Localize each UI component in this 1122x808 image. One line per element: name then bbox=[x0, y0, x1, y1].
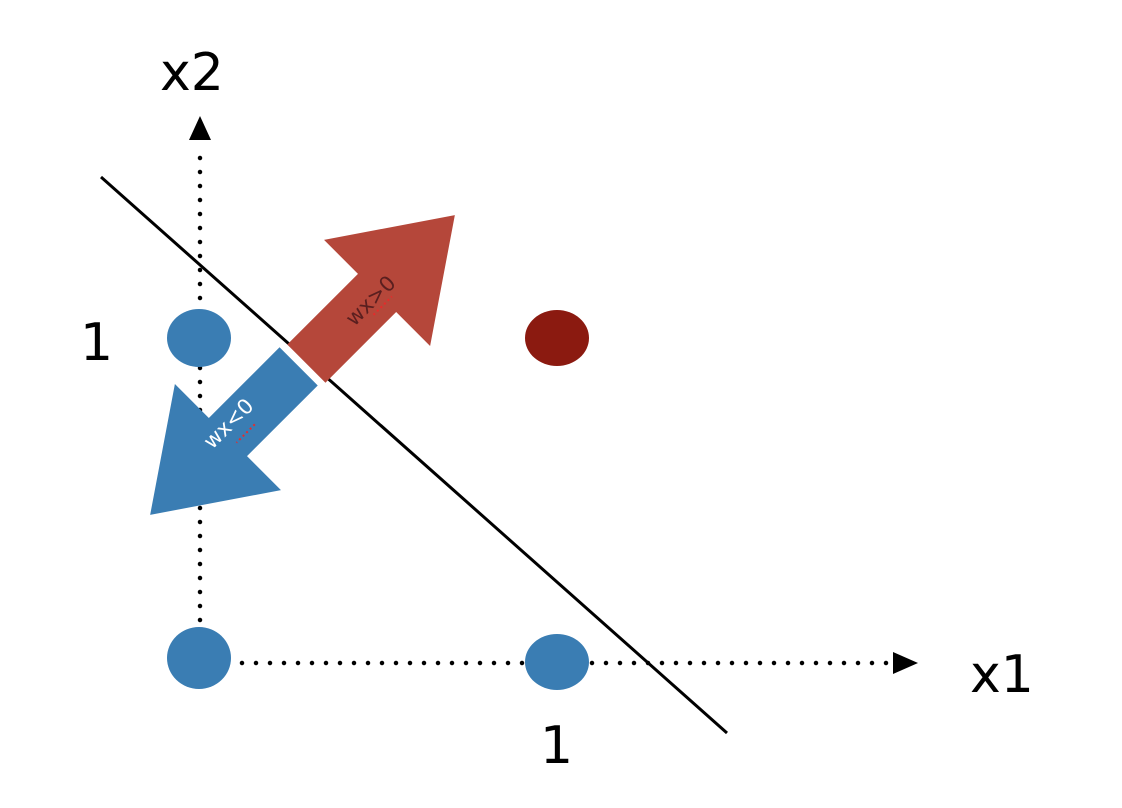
x-tick-label: 1 bbox=[540, 716, 573, 776]
axes bbox=[189, 116, 918, 674]
x-axis-label: x1 bbox=[970, 645, 1034, 705]
point-1-0 bbox=[525, 634, 589, 690]
decision-boundary-line bbox=[100, 175, 728, 735]
point-1-1 bbox=[525, 310, 589, 366]
x-axis-arrowhead bbox=[893, 652, 918, 674]
data-points bbox=[167, 309, 589, 690]
y-tick-label: 1 bbox=[80, 313, 113, 373]
positive-label-underline bbox=[372, 295, 393, 316]
point-0-1 bbox=[167, 309, 231, 367]
positive-arrow-shape bbox=[287, 215, 455, 383]
point-0-0 bbox=[167, 627, 231, 689]
negative-label-underline bbox=[235, 423, 256, 444]
negative-arrow-shape bbox=[150, 347, 318, 515]
y-axis-arrowhead bbox=[189, 116, 211, 140]
y-axis-label: x2 bbox=[160, 43, 224, 103]
